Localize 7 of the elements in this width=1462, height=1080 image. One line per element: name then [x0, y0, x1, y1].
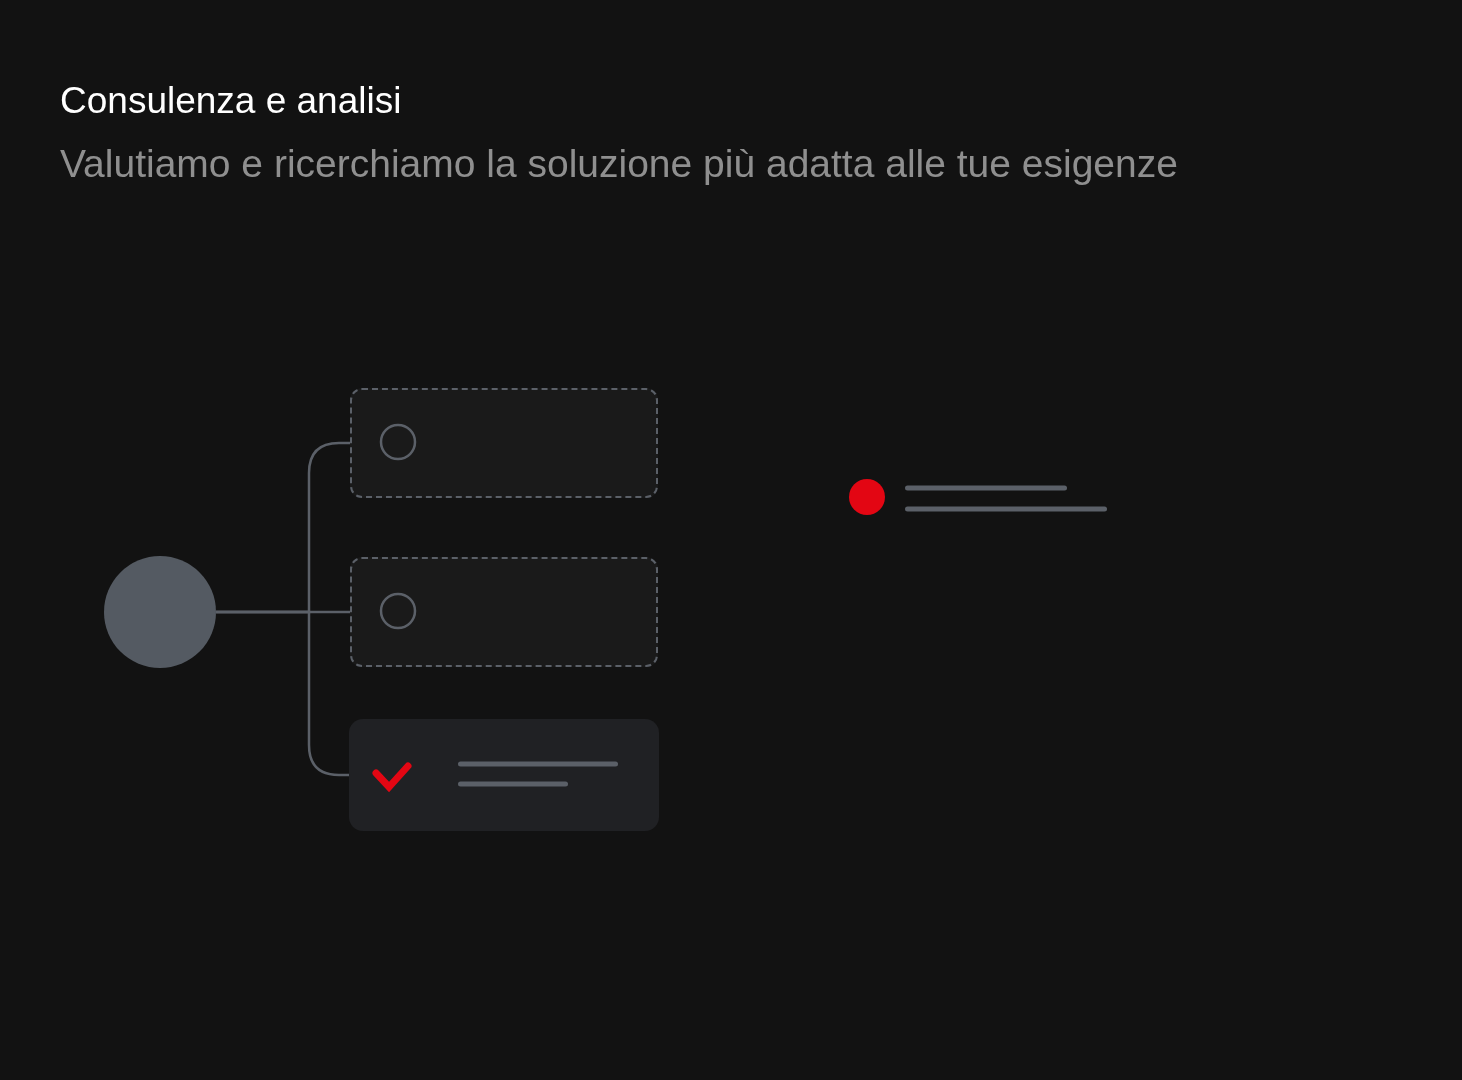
subtitle: Valutiamo e ricerchiamo la soluzione più adatta alle tue esigenze	[60, 141, 1178, 187]
option-card-dashed	[350, 557, 658, 667]
option-card-dashed	[350, 388, 658, 498]
selected-option-card	[349, 719, 659, 831]
status-dot-icon	[849, 479, 885, 515]
title: Consulenza e analisi	[60, 79, 402, 123]
connector-line	[216, 610, 349, 777]
